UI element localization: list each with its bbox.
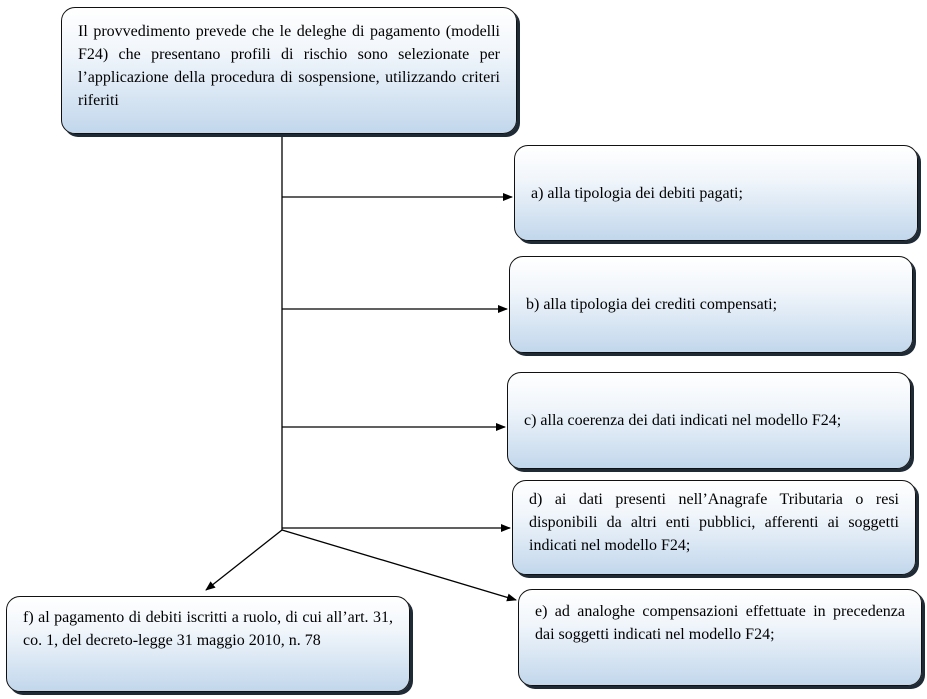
criterion-d-box: d) ai dati presenti nell’Anagrafe Tribut… xyxy=(512,480,916,575)
criterion-d-text: d) ai dati presenti nell’Anagrafe Tribut… xyxy=(529,491,899,554)
criterion-f-text: f) al pagamento di debiti iscritti a ruo… xyxy=(23,609,393,649)
criterion-a-text: a) alla tipologia dei debiti pagati; xyxy=(531,184,743,202)
criterion-b-text: b) alla tipologia dei crediti compensati… xyxy=(526,296,778,313)
arrow-to-f xyxy=(205,529,283,591)
arrow-to-e xyxy=(281,529,517,602)
criterion-b-box: b) alla tipologia dei crediti compensati… xyxy=(509,256,913,353)
criterion-e-box: e) ad analoghe compensazioni effettuate … xyxy=(518,589,922,686)
main-statement-box: Il provvedimento prevede che le deleghe … xyxy=(61,7,517,134)
criterion-a-box: a) alla tipologia dei debiti pagati; xyxy=(514,145,918,241)
criterion-e-text: e) ad analoghe compensazioni effettuate … xyxy=(535,603,905,643)
criterion-f-box: f) al pagamento di debiti iscritti a ruo… xyxy=(6,596,410,692)
criterion-c-box: c) alla coerenza dei dati indicati nel m… xyxy=(507,372,911,469)
main-statement-text: Il provvedimento prevede che le deleghe … xyxy=(78,23,500,109)
criterion-c-text: c) alla coerenza dei dati indicati nel m… xyxy=(524,412,842,429)
